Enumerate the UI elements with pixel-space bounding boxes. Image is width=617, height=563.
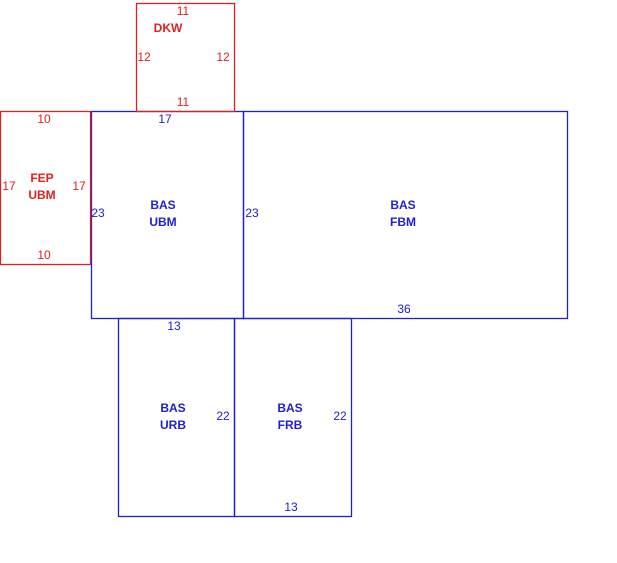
area-bas-ubm[interactable]: BAS UBM 17 23 — [90, 110, 245, 320]
dimension-top: 13 — [167, 319, 181, 333]
area-label: FBM — [390, 215, 416, 229]
area-outline[interactable] — [0, 110, 92, 266]
area-bas-fbm[interactable]: BAS FBM 23 36 — [242, 110, 569, 320]
area-label: FEP — [30, 171, 53, 185]
area-outline[interactable] — [233, 317, 353, 518]
dimension-right: 12 — [216, 50, 230, 64]
area-label: BAS — [160, 401, 185, 415]
area-label: BAS — [390, 198, 415, 212]
area-label: BAS — [277, 401, 302, 415]
area-outline[interactable] — [242, 110, 569, 320]
dimension-bottom: 10 — [37, 248, 51, 262]
dimension-left: 23 — [245, 206, 259, 220]
dimension-top: 17 — [158, 112, 172, 126]
dimension-top: 11 — [177, 4, 190, 18]
dimension-left: 17 — [2, 179, 16, 193]
dimension-left: 23 — [91, 206, 105, 220]
dimension-right: 17 — [72, 179, 86, 193]
dimension-left: 12 — [137, 50, 151, 64]
area-label: UBM — [28, 188, 55, 202]
area-outline[interactable] — [135, 2, 236, 113]
area-label: URB — [160, 418, 186, 432]
area-label: BAS — [150, 198, 175, 212]
dimension-bottom: 36 — [397, 302, 411, 316]
dimension-right: 22 — [333, 409, 347, 423]
area-dkw[interactable]: DKW 11 12 12 11 — [135, 2, 236, 113]
dimension-top: 10 — [37, 112, 51, 126]
area-label: DKW — [154, 21, 183, 35]
dimension-bottom: 13 — [284, 500, 298, 514]
area-bas-urb[interactable]: BAS URB 13 22 — [117, 317, 236, 518]
dimension-right: 22 — [216, 409, 230, 423]
dimension-bottom: 11 — [177, 95, 190, 109]
area-bas-frb[interactable]: BAS FRB 22 13 — [233, 317, 353, 518]
area-label: UBM — [149, 215, 176, 229]
area-fep-ubm[interactable]: FEP UBM 10 17 17 10 — [0, 110, 92, 266]
area-label: FRB — [278, 418, 303, 432]
